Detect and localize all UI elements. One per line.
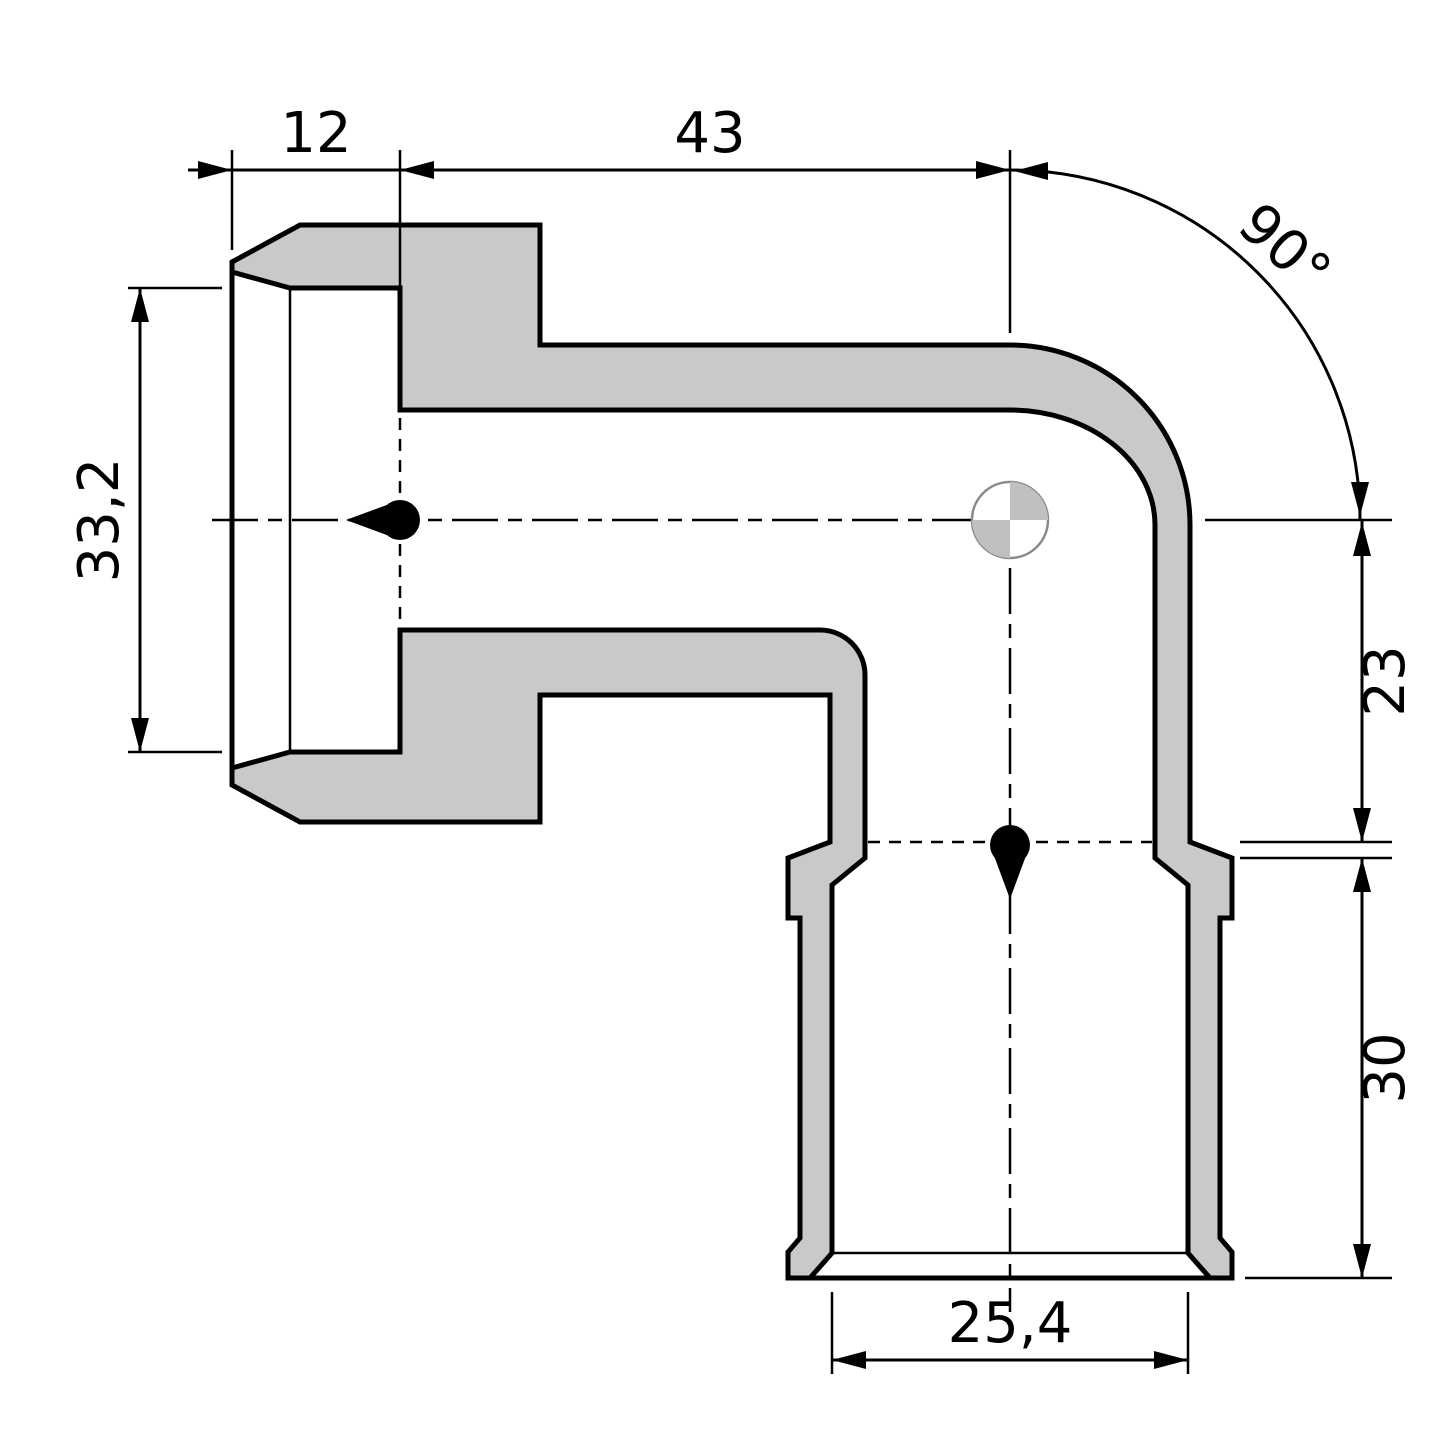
dim12-left-arrow-icon — [198, 161, 232, 179]
bottom-connection-point-marker — [990, 825, 1030, 899]
dim30-bottom-arrow-icon — [1353, 1244, 1371, 1278]
dim-socket-depth-label: 30 — [1353, 1032, 1418, 1103]
center-mark-icon — [970, 480, 1050, 560]
dim-center-to-shoulder-label: 23 — [1353, 645, 1418, 716]
top-dimensions-group: 12 43 — [188, 101, 1012, 333]
left-connection-dot — [380, 500, 420, 540]
angle-arc-bottom-arrow-icon — [1351, 482, 1369, 516]
angle-arc-top-arrow-icon — [1014, 162, 1048, 180]
dim-left-port-diameter-label: 33,2 — [67, 458, 132, 583]
bottom-connection-arrow-icon — [993, 853, 1027, 899]
dim332-bottom-arrow-icon — [131, 718, 149, 752]
dim254-left-arrow-icon — [832, 1351, 866, 1369]
dim254-right-arrow-icon — [1154, 1351, 1188, 1369]
left-connection-point-marker — [346, 500, 420, 540]
dim332-top-arrow-icon — [131, 288, 149, 322]
dim23-bottom-arrow-icon — [1353, 808, 1371, 842]
dim-bottom-port-diameter-label: 25,4 — [948, 1291, 1073, 1356]
fitting-body-group — [229, 222, 1235, 1281]
dim-leg-length-label: 43 — [674, 101, 745, 166]
center-mark-quadrant-top-right — [1010, 482, 1048, 520]
dim23-top-arrow-icon — [1353, 522, 1371, 556]
bottom-diameter-dimension-group: 25,4 — [830, 1291, 1190, 1374]
angle-dimension-arc — [1009, 168, 1362, 521]
offset-dimension-group: 23 — [1240, 520, 1418, 844]
socket-depth-dimension-group: 30 — [1240, 856, 1418, 1280]
dim12-right-arrow-icon — [400, 161, 434, 179]
left-connection-arrow-icon — [346, 503, 392, 537]
center-mark-quadrant-bottom-left — [972, 520, 1010, 558]
bottom-connection-dot — [990, 825, 1030, 865]
dim43-right-arrow-icon — [976, 161, 1010, 179]
fitting-bore-cavity — [229, 268, 1216, 1281]
dim30-top-arrow-icon — [1353, 858, 1371, 892]
left-diameter-dimension-group: 33,2 — [67, 286, 222, 754]
dim-thread-length-label: 12 — [280, 101, 351, 166]
